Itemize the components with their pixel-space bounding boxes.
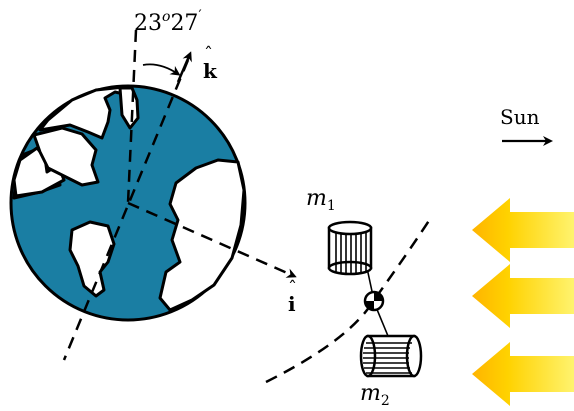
sun-label: Sun [500, 105, 540, 129]
tether-lower [376, 307, 388, 336]
mass-m2-label: m2 [360, 381, 390, 409]
mass-m1-cylinder [329, 222, 371, 274]
sun-ray-3 [472, 342, 574, 406]
k-axis-arrow [178, 54, 190, 82]
tilt-angle-label: 23o27′ [134, 8, 202, 36]
mass-m2-cylinder [361, 336, 421, 376]
sun-ray-1 [472, 198, 574, 262]
satellite [329, 222, 421, 376]
svg-text:k: k [203, 59, 218, 83]
svg-text:i: i [288, 292, 296, 316]
mass-m1-label: m1 [306, 186, 336, 214]
i-axis-label: ˆ i [288, 278, 297, 316]
sun-rays [472, 198, 574, 406]
center-of-mass [365, 292, 383, 310]
tilt-angle-arc [143, 64, 178, 74]
sun-ray-2 [472, 264, 574, 328]
k-axis-label: ˆ k [203, 44, 218, 83]
